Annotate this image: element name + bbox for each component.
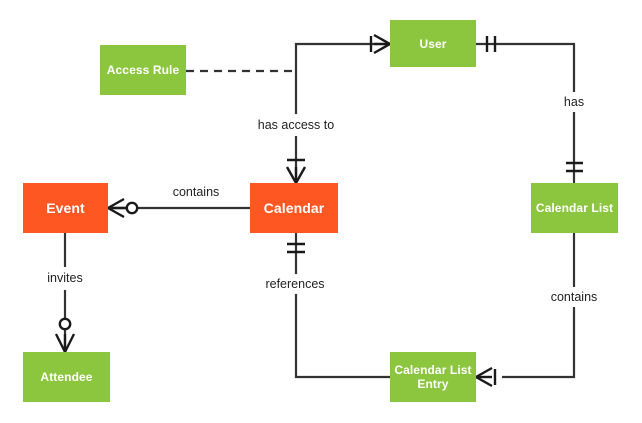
entity-attendee[interactable]: Attendee [23, 352, 110, 402]
entity-label-calendar-list: Calendar List [535, 201, 614, 215]
cardinality-one-or-many-calendar-top [285, 158, 307, 184]
entity-label-event: Event [46, 200, 85, 216]
entity-label-calendar: Calendar [263, 200, 325, 216]
entity-label-calendar-list-entry: Calendar List Entry [394, 363, 472, 391]
relationship-label-contains-calendar-list-entry: contains [550, 290, 598, 304]
cardinality-zero-or-many-attendee-top [54, 317, 76, 353]
connector-user-has-calendar-list [476, 42, 576, 92]
cardinality-one-or-many-user-left [369, 33, 391, 55]
entity-user[interactable]: User [390, 20, 476, 67]
entity-access-rule[interactable]: Access Rule [100, 45, 186, 95]
relationship-label-contains-event-calendar: contains [172, 185, 220, 199]
cardinality-exactly-one-user-right [485, 36, 497, 52]
entity-calendar-list-entry[interactable]: Calendar List Entry [390, 352, 476, 402]
entity-label-user: User [419, 36, 447, 51]
cardinality-exactly-one-calendar-list-top [566, 161, 583, 173]
connector-calendar-references-entry [294, 294, 390, 379]
relationship-label-invites: invites [47, 271, 83, 285]
cardinality-zero-or-many-event [107, 197, 139, 219]
entity-calendar-list[interactable]: Calendar List [531, 183, 618, 233]
relationship-label-has-access-to: has access to [257, 118, 335, 132]
entity-event[interactable]: Event [23, 183, 108, 233]
entity-label-access-rule: Access Rule [106, 63, 180, 77]
relationship-label-references: references [265, 277, 325, 291]
cardinality-one-or-many-entry-right [475, 366, 497, 388]
relationship-label-has: has [563, 95, 585, 109]
entity-label-attendee: Attendee [40, 370, 93, 384]
cardinality-exactly-one-calendar-bottom [287, 242, 305, 254]
entity-calendar[interactable]: Calendar [250, 183, 338, 233]
connector-calendar-list-contains-entry [502, 307, 576, 379]
connector-user-has-access-to-calendar [294, 42, 390, 114]
